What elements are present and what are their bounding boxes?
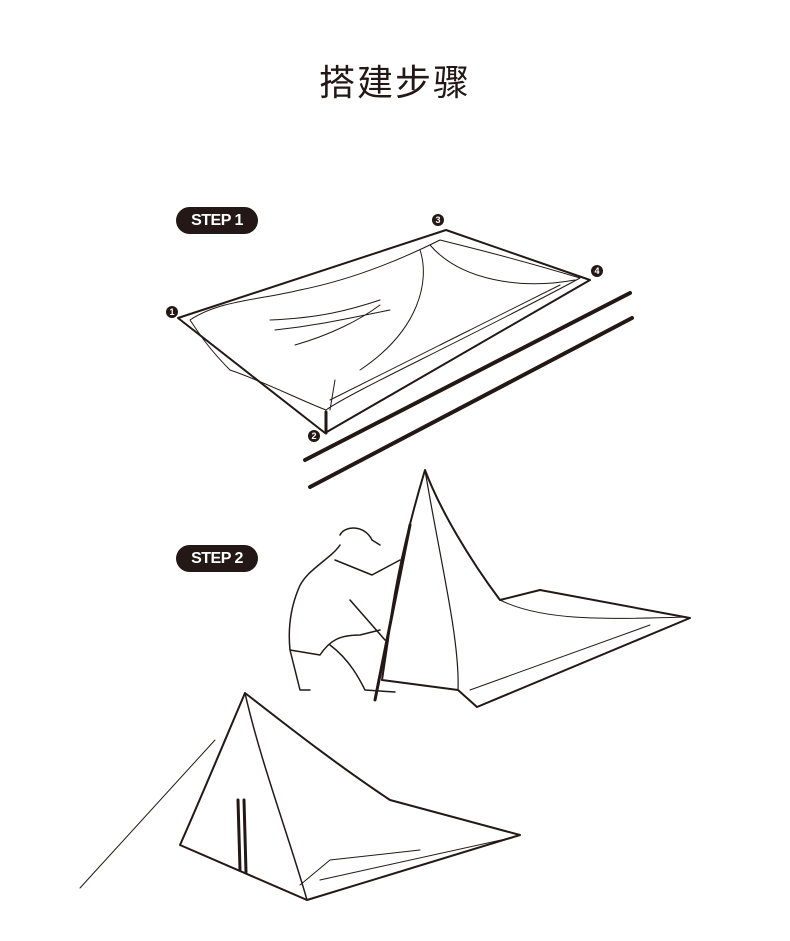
tent-poles bbox=[303, 291, 634, 489]
corner-marker-2: 2 bbox=[308, 430, 320, 442]
corner-marker-1: 1 bbox=[166, 306, 178, 318]
corner-marker-4: 4 bbox=[591, 265, 603, 277]
page-title: 搭建步骤 bbox=[318, 63, 471, 104]
step-1-badge: STEP 1 bbox=[176, 207, 258, 234]
step2-tent-illustration bbox=[288, 469, 691, 708]
corner-marker-3: 3 bbox=[432, 214, 444, 226]
step-2-badge: STEP 2 bbox=[176, 545, 258, 572]
step1-tarp-illustration bbox=[177, 229, 591, 435]
step3-tent-illustration bbox=[79, 692, 521, 901]
